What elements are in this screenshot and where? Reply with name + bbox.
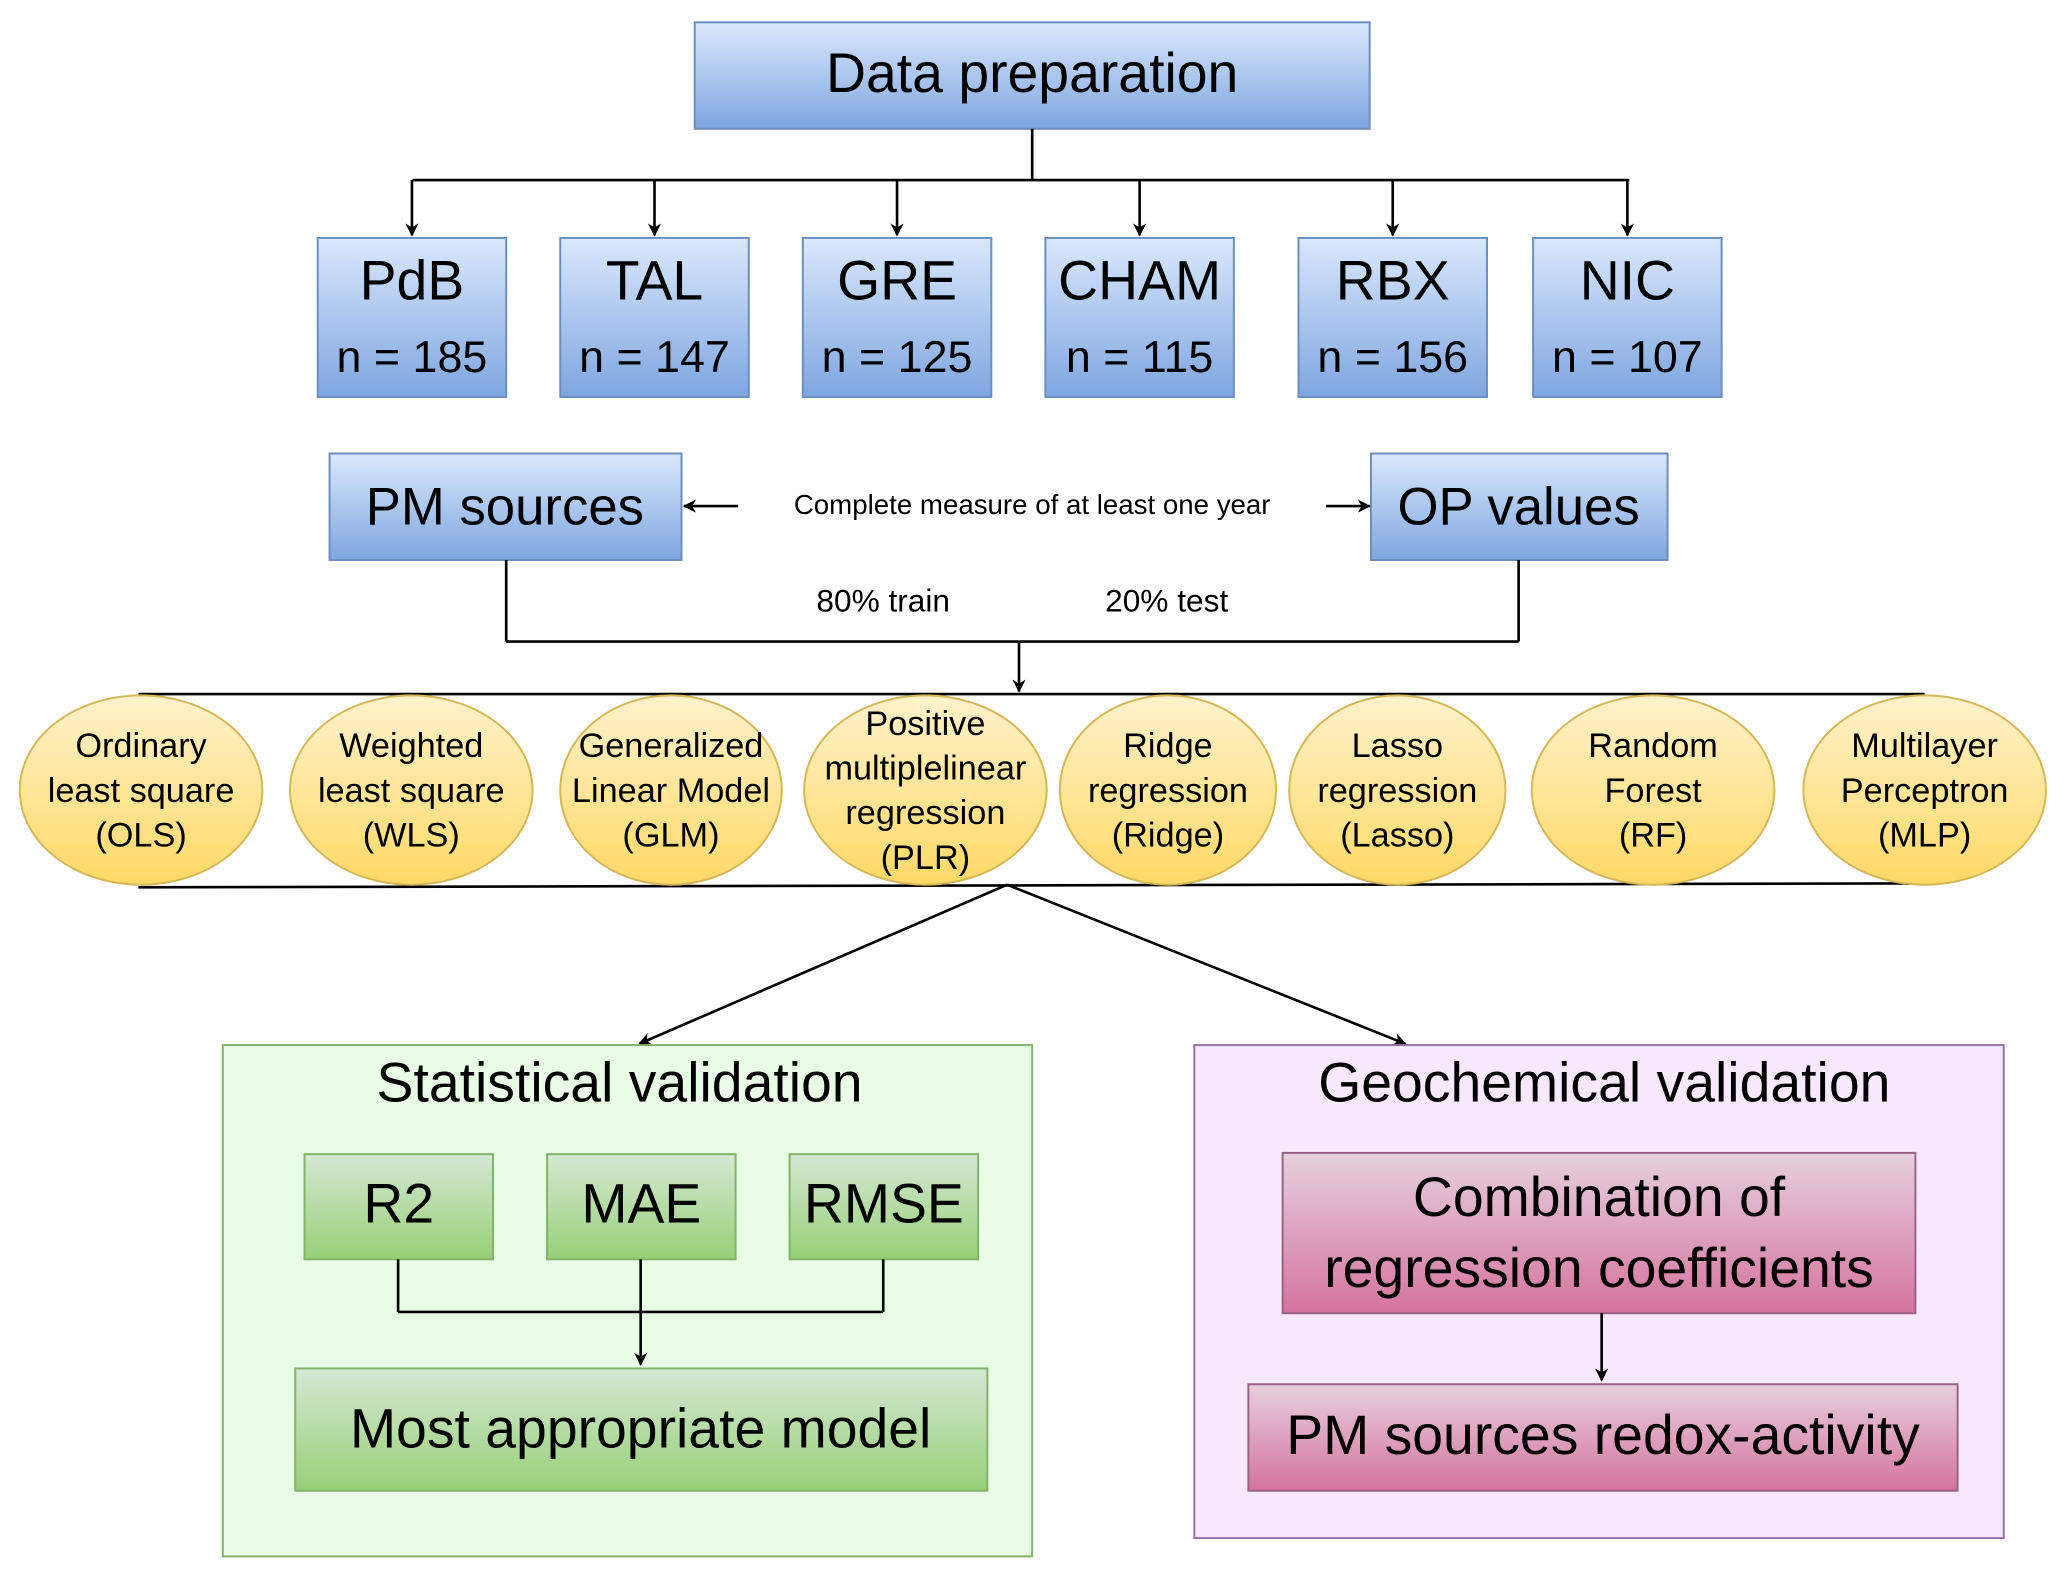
model-label-line: (PLR) <box>881 839 970 877</box>
metric-label: MAE <box>581 1173 701 1235</box>
model-label-line: (RF) <box>1619 817 1688 855</box>
model-label-line: regression <box>1317 772 1477 810</box>
op-values-label: OP values <box>1397 478 1639 537</box>
site-name: TAL <box>606 250 703 312</box>
data-preparation-box: Data preparation <box>693 21 1371 130</box>
metric-box-rmse: RMSE <box>788 1153 980 1261</box>
model-label-line: Positive <box>865 705 985 743</box>
site-boxes: PdB n = 185 TAL n = 147 GRE n = 125 CHAM n = 11… <box>316 236 1723 398</box>
most-appropriate-model-label: Most appropriate model <box>350 1397 931 1459</box>
model-label-line: least square <box>48 772 235 810</box>
model-ellipse: Positive multiplelinear regression (PLR) <box>803 694 1048 886</box>
model-label-line: least square <box>318 772 505 810</box>
pm-sources-box: PM sources <box>328 452 683 561</box>
metric-boxes: R2 MAE RMSE <box>303 1153 980 1261</box>
combination-label-line1: Combination of <box>1413 1166 1786 1228</box>
site-count: n = 107 <box>1552 332 1703 382</box>
model-label-line: Ridge <box>1123 727 1213 765</box>
site-name: GRE <box>837 250 957 312</box>
metric-label: R2 <box>363 1173 434 1235</box>
site-count: n = 156 <box>1317 332 1468 382</box>
link-label: Complete measure of at least one year <box>794 489 1271 520</box>
site-count: n = 185 <box>337 332 488 382</box>
model-label-line: regression <box>845 794 1005 832</box>
validation-arrows <box>638 883 1407 1046</box>
model-ellipses: Ordinary least square (OLS) Weighted least s… <box>18 694 2047 886</box>
test-label: 20% test <box>1105 582 1228 618</box>
statistical-validation-title: Statistical validation <box>377 1052 863 1114</box>
model-label-line: (MLP) <box>1878 817 1971 855</box>
metric-connector <box>396 1259 885 1366</box>
metric-label: RMSE <box>804 1173 964 1235</box>
model-label-line: Multilayer <box>1851 727 1998 765</box>
site-name: PdB <box>360 250 465 312</box>
model-ellipse: Weighted least square (WLS) <box>289 694 534 886</box>
model-label-line: Lasso <box>1352 727 1443 765</box>
combination-label-line2: regression coefficients <box>1324 1237 1874 1299</box>
model-label-line: (Lasso) <box>1340 817 1454 855</box>
model-label-line: Ordinary <box>75 727 207 765</box>
geochemical-validation-title: Geochemical validation <box>1318 1052 1890 1114</box>
site-box-gre: GRE n = 125 <box>801 236 993 398</box>
model-label-line: regression <box>1088 772 1248 810</box>
metric-box-mae: MAE <box>546 1153 737 1261</box>
model-ellipse: Ordinary least square (OLS) <box>18 694 264 886</box>
model-label-line: multiplelinear <box>824 750 1026 788</box>
train-label: 80% train <box>816 582 950 618</box>
site-box-rbx: RBX n = 156 <box>1297 236 1488 398</box>
redox-activity-label: PM sources redox-activity <box>1286 1404 1920 1466</box>
model-container <box>138 692 1925 889</box>
site-box-nic: NIC n = 107 <box>1532 236 1723 398</box>
merge-connector <box>504 560 1520 693</box>
model-label-line: Forest <box>1605 772 1703 810</box>
most-appropriate-model-box: Most appropriate model <box>294 1367 989 1492</box>
pm-sources-label: PM sources <box>366 478 644 537</box>
model-label-line: Random <box>1588 727 1718 765</box>
site-count: n = 147 <box>579 332 730 382</box>
redox-activity-box: PM sources redox-activity <box>1247 1383 1959 1492</box>
site-name: CHAM <box>1058 250 1221 312</box>
site-box-cham: CHAM n = 115 <box>1044 236 1235 398</box>
model-label-line: Linear Model <box>572 772 770 810</box>
model-label-line: Generalized <box>579 727 764 765</box>
site-box-pdb: PdB n = 185 <box>316 236 508 398</box>
site-arrows <box>405 180 1634 237</box>
metric-box-r2: R2 <box>303 1153 495 1261</box>
site-box-tal: TAL n = 147 <box>559 236 750 398</box>
model-label-line: (GLM) <box>622 817 719 855</box>
site-count: n = 125 <box>822 332 973 382</box>
model-ellipse: Ridge regression (Ridge) <box>1058 694 1278 886</box>
split-connector <box>412 128 1630 182</box>
op-values-box: OP values <box>1369 452 1669 561</box>
data-preparation-title: Data preparation <box>826 42 1238 104</box>
model-label-line: (WLS) <box>363 817 460 855</box>
combination-box: Combination of regression coefficients <box>1281 1151 1917 1315</box>
site-name: NIC <box>1580 250 1675 312</box>
model-label-line: Perceptron <box>1841 772 2009 810</box>
model-label-line: (OLS) <box>95 817 186 855</box>
site-name: RBX <box>1336 250 1450 312</box>
model-label-line: Weighted <box>339 727 483 765</box>
model-label-line: (Ridge) <box>1112 817 1224 855</box>
site-count: n = 115 <box>1066 332 1213 382</box>
model-ellipse: Lasso regression (Lasso) <box>1288 694 1507 886</box>
